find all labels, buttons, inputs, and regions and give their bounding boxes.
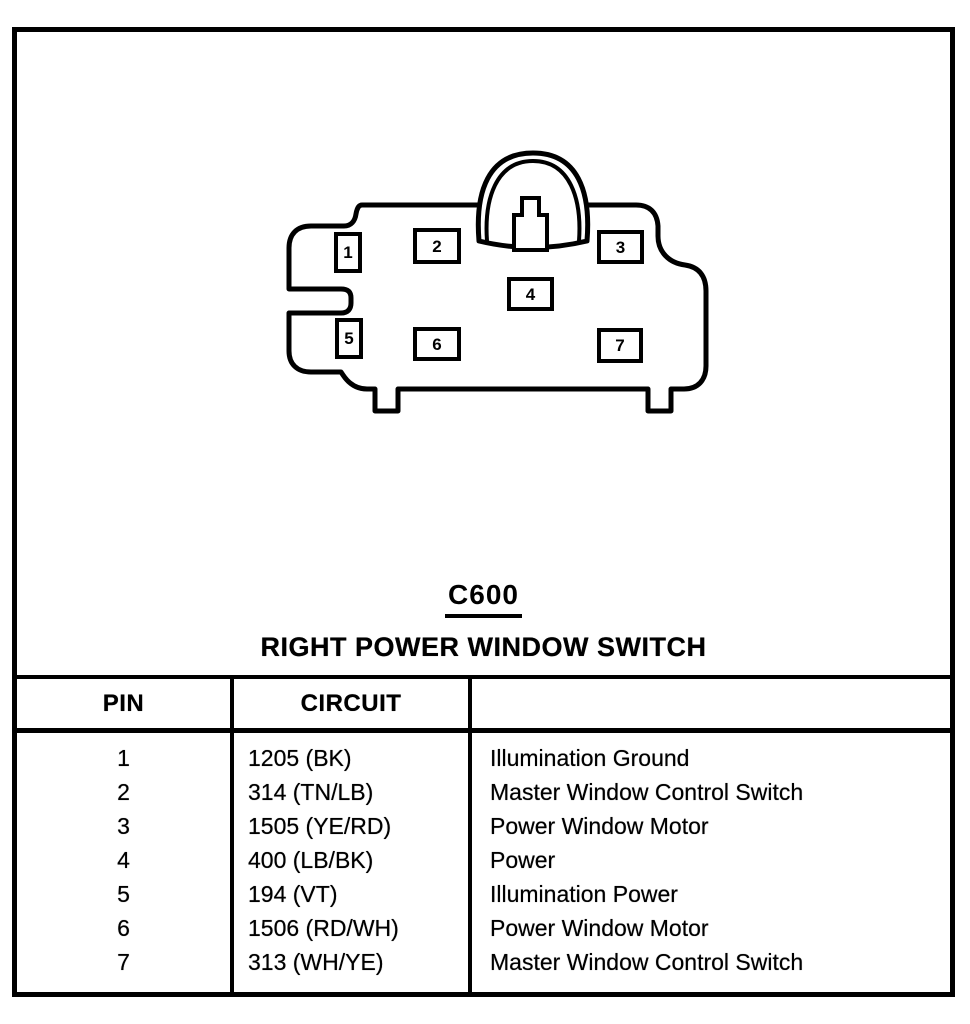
table-header-bottom-rule [17,728,950,733]
circuit-cell: 1505 (YE/RD) [248,813,392,839]
table-header-pin: PIN [102,690,145,717]
connector-pin-2: 2 [413,228,461,264]
connector-id-label: C600 [12,579,955,618]
description-cell: Master Window Control Switch [490,949,804,975]
table-header-circuit: CIRCUIT [300,690,402,717]
table-column-divider-2 [468,675,472,992]
connector-pin-4: 4 [507,277,554,311]
connector-pin-3: 3 [597,230,644,264]
pin-column: 1 2 3 4 5 6 7 [17,741,230,979]
connector-id-text: C600 [445,579,522,618]
circuit-cell: 314 (TN/LB) [248,779,374,805]
latch-dome-inner [484,158,582,242]
description-cell: Power Window Motor [490,915,709,941]
latch-lock-tab [512,196,549,252]
description-cell: Power [490,847,556,873]
connector-pin-6: 6 [413,327,461,361]
pin-cell: 5 [117,881,130,907]
description-cell: Illumination Power [490,881,678,907]
description-cell: Power Window Motor [490,813,709,839]
table-column-divider-1 [230,675,234,992]
pin-cell: 4 [117,847,130,873]
pin-cell: 6 [117,915,130,941]
connector-pin-7: 7 [597,328,643,363]
pin-cell: 7 [117,949,130,975]
connector-pin-1: 1 [334,232,362,273]
circuit-column: 1205 (BK) 314 (TN/LB) 1505 (YE/RD) 400 (LB/… [248,741,463,979]
description-cell: Illumination Ground [490,745,690,771]
connector-title: RIGHT POWER WINDOW SWITCH [260,632,707,662]
circuit-cell: 1205 (BK) [248,745,352,771]
connector-housing-diagram [286,150,709,414]
pin-cell: 3 [117,813,130,839]
table-top-rule [17,675,950,679]
circuit-cell: 194 (VT) [248,881,338,907]
pin-cell: 1 [117,745,130,771]
pin-cell: 2 [117,779,130,805]
circuit-cell: 400 (LB/BK) [248,847,374,873]
connector-pin-5: 5 [335,318,363,359]
circuit-cell: 1506 (RD/WH) [248,915,399,941]
description-cell: Master Window Control Switch [490,779,804,805]
circuit-cell: 313 (WH/YE) [248,949,384,975]
